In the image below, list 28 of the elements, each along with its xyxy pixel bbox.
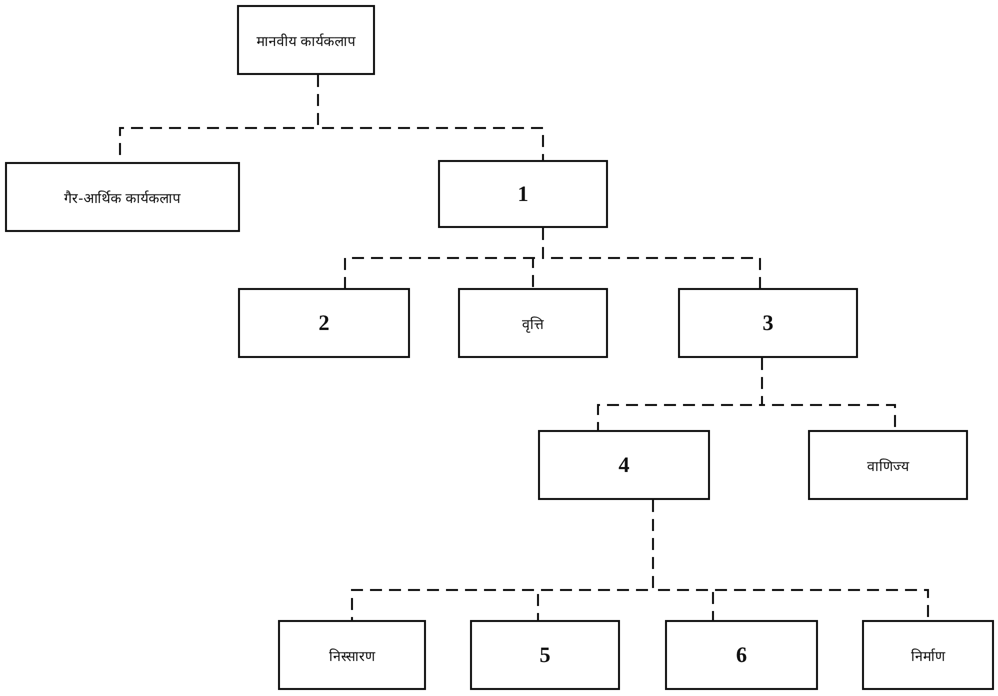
connector-line [317, 75, 544, 160]
box-label: गैर-आर्थिक कार्यकलाप [64, 190, 181, 206]
connector-line [542, 228, 761, 288]
connector-line [761, 358, 896, 430]
box-label: वाणिज्य [867, 458, 909, 474]
chart-box [470, 620, 620, 690]
chart-box [5, 162, 240, 232]
box-label: 1 [518, 181, 528, 207]
box-label: मानवीय कार्यकलाप [256, 32, 356, 50]
box-label: 4 [618, 452, 630, 478]
box-label: वृत्ति [522, 316, 544, 332]
box-label: निर्माण [911, 648, 945, 664]
chart-box [458, 288, 608, 358]
box-label: 6 [736, 642, 747, 668]
box-label: 5 [540, 642, 550, 668]
chart-box [238, 288, 410, 358]
chart-box [237, 5, 375, 75]
box-label: निस्सारण [329, 648, 375, 664]
chart-box [665, 620, 818, 690]
chart-box [538, 430, 710, 500]
box-label: 3 [762, 310, 774, 336]
box-label: 2 [318, 310, 330, 336]
chart-box [808, 430, 968, 500]
chart-box [862, 620, 994, 690]
connector-line [652, 500, 929, 620]
chart-box [678, 288, 858, 358]
chart-box [438, 160, 608, 228]
chart-box [278, 620, 426, 690]
